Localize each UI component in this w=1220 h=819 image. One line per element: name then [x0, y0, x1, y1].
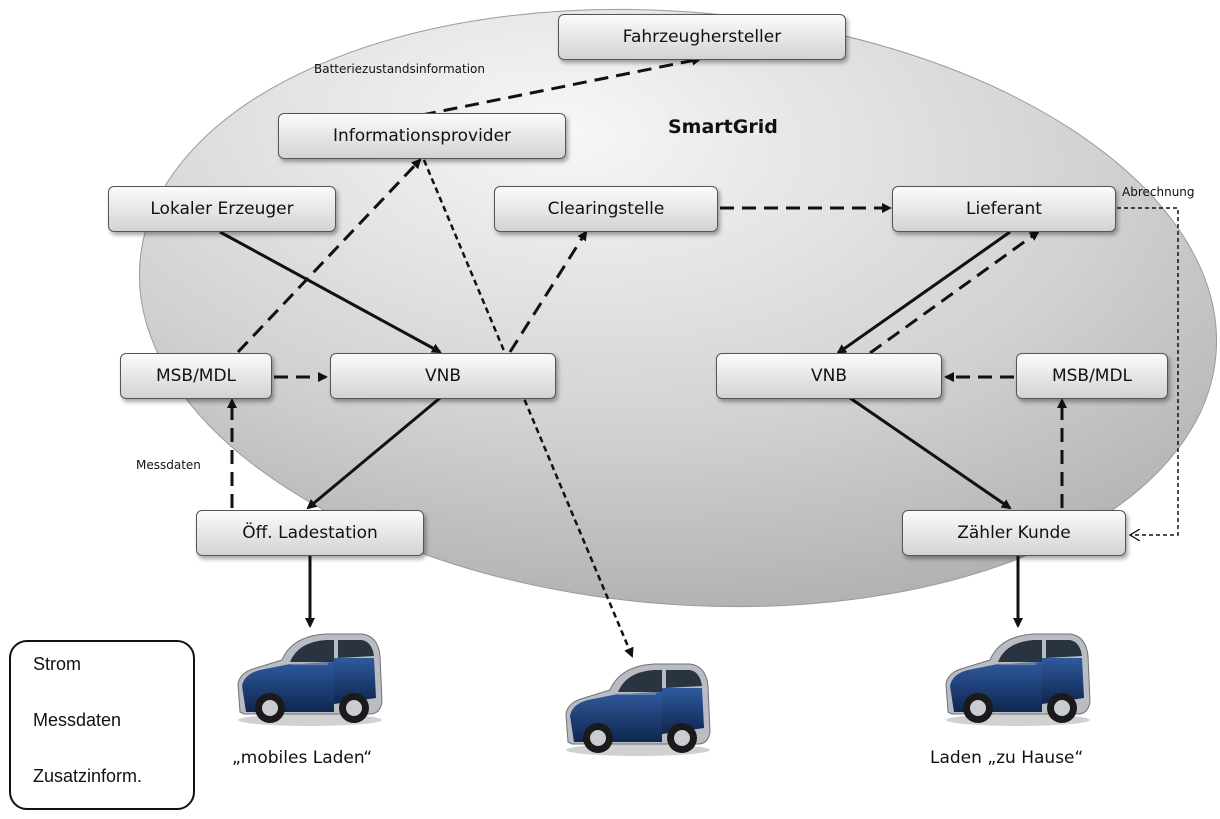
smart-car-icon — [237, 633, 383, 727]
diagram-title: SmartGrid — [668, 116, 778, 138]
edge-infoprovider-hersteller — [421, 55, 702, 117]
box-lokaler-erzeuger: Lokaler Erzeuger — [108, 186, 336, 232]
edge-msb-infoprovider — [236, 158, 422, 354]
box-vnb-left: VNB — [330, 353, 556, 399]
edge-erzeuger-vnb — [219, 230, 442, 354]
box-fahrzeughersteller: Fahrzeughersteller — [558, 14, 846, 60]
box-clearingstelle: Clearingstelle — [494, 186, 718, 232]
legend-label-strom: Strom — [33, 654, 82, 674]
box-lieferant: Lieferant — [892, 186, 1116, 232]
edge-vnb-ladestation — [306, 396, 441, 510]
edge-abrechnung — [1117, 207, 1179, 535]
caption-mobiles-laden: „mobiles Laden“ — [232, 748, 373, 768]
smart-car-icon — [565, 663, 711, 757]
edge-lieferant-vnb — [836, 230, 1011, 355]
smart-car-icon — [945, 633, 1091, 727]
box-msb-mdl-left: MSB/MDL — [120, 353, 272, 399]
caption-laden-zu-hause: Laden „zu Hause“ — [930, 748, 1084, 768]
edge-vnb-zaehler — [849, 396, 1012, 510]
box-msb-mdl-right: MSB/MDL — [1016, 353, 1168, 399]
label-abrechnung: Abrechnung — [1122, 185, 1195, 199]
box-oeff-ladestation: Öff. Ladestation — [196, 510, 424, 556]
legend: Strom Messdaten Zusatzinform. — [9, 640, 195, 810]
label-messdaten: Messdaten — [136, 458, 201, 472]
edge-vnb-lieferant — [869, 230, 1040, 355]
legend-label-messdaten: Messdaten — [33, 710, 122, 730]
label-batteriezustand: Batteriezustandsinformation — [314, 62, 485, 76]
box-zaehler-kunde: Zähler Kunde — [902, 510, 1126, 556]
edge-vnb-clearing — [508, 230, 588, 353]
box-informationsprovider: Informationsprovider — [278, 113, 566, 159]
legend-label-zusatzinform: Zusatzinform. — [33, 766, 143, 786]
box-vnb-right: VNB — [716, 353, 942, 399]
